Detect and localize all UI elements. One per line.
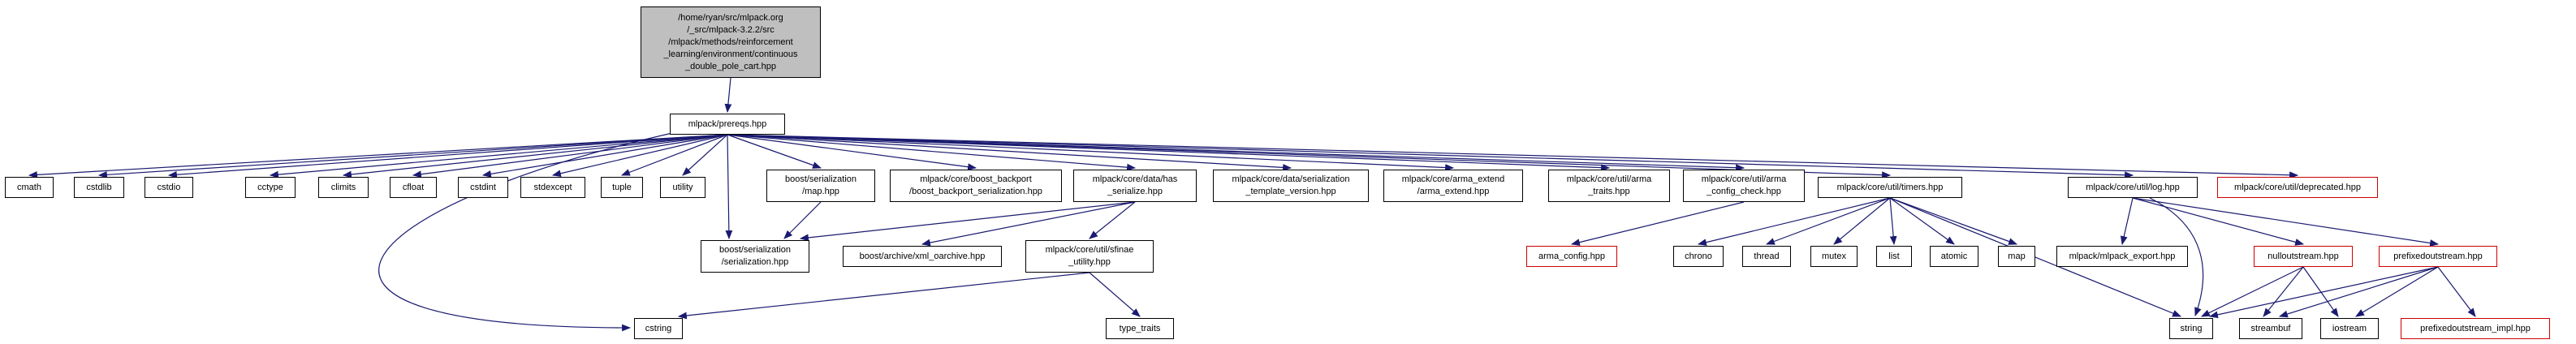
- edge-prereqs-stdexcept: [551, 134, 728, 178]
- graph-node-root: /home/ryan/src/mlpack.org /_src/mlpack-3…: [641, 6, 821, 78]
- edge-prefixedoutstream-impl: [2437, 266, 2476, 317]
- graph-node-arma_config[interactable]: arma_config.hpp: [1526, 246, 1617, 267]
- edge-timers-atomic: [1889, 197, 1955, 245]
- graph-node-nulloutstream[interactable]: nulloutstream.hpp: [2254, 246, 2353, 267]
- graph-node-boost_ser_map: boost/serialization /map.hpp: [766, 170, 875, 202]
- edge-timers-list: [1889, 197, 1897, 246]
- graph-node-type_traits: type_traits: [1106, 318, 1174, 339]
- edge-prereqs-log: [727, 134, 2134, 179]
- graph-node-map: map: [1998, 246, 2035, 267]
- edge-log-prefixedoutstream: [2132, 197, 2440, 247]
- edge-sfinae-type_traits: [1089, 272, 1141, 317]
- edge-sfinae-cstring: [677, 272, 1090, 320]
- edge-log-nulloutstream: [2132, 197, 2305, 246]
- edge-prereqs-cstdlib: [97, 134, 728, 178]
- graph-node-cctype: cctype: [245, 177, 296, 198]
- graph-node-climits: climits: [318, 177, 369, 198]
- graph-node-deprecated[interactable]: mlpack/core/util/deprecated.hpp: [2217, 177, 2378, 198]
- graph-node-list: list: [1876, 246, 1912, 267]
- graph-node-has_serialize[interactable]: mlpack/core/data/has _serialize.hpp: [1073, 170, 1197, 202]
- edge-prefixedoutstream-iostream: [2355, 266, 2439, 317]
- edge-prereqs-serialization: [725, 134, 733, 240]
- graph-node-serialization: boost/serialization /serialization.hpp: [701, 240, 809, 273]
- edge-timers-chrono: [1697, 197, 1891, 246]
- graph-node-log[interactable]: mlpack/core/util/log.hpp: [2068, 177, 2198, 198]
- edge-prereqs-cctype: [269, 134, 728, 178]
- edge-prereqs-climits: [342, 134, 728, 178]
- edge-prereqs-arma_extend: [727, 134, 1455, 171]
- edge-prereqs-cstdio: [167, 134, 728, 178]
- edge-prereqs-cstdint: [481, 134, 728, 178]
- graph-node-thread: thread: [1742, 246, 1791, 267]
- graph-node-cstdlib: cstdlib: [74, 177, 124, 198]
- graph-node-prereqs[interactable]: mlpack/prereqs.hpp: [670, 114, 785, 135]
- edge-has_serialize-serialization: [799, 201, 1136, 242]
- graph-node-ser_template[interactable]: mlpack/core/data/serialization _template…: [1213, 170, 1369, 202]
- graph-node-mutex: mutex: [1810, 246, 1858, 267]
- graph-node-arma_extend[interactable]: mlpack/core/arma_extend /arma_extend.hpp: [1383, 170, 1523, 202]
- graph-node-arma_traits[interactable]: mlpack/core/util/arma _traits.hpp: [1548, 170, 1670, 202]
- graph-node-sfinae[interactable]: mlpack/core/util/sfinae _utility.hpp: [1025, 240, 1154, 273]
- edge-prereqs-has_serialize: [727, 134, 1137, 171]
- edge-timers-mutex: [1833, 197, 1891, 245]
- graph-node-utility: utility: [660, 177, 705, 198]
- edge-prereqs-cmath: [28, 134, 728, 178]
- edge-timers-map: [1889, 197, 2018, 245]
- graph-node-cstring: cstring: [634, 318, 683, 339]
- graph-node-cstdint: cstdint: [458, 177, 508, 198]
- edge-nulloutstream-iostream: [2302, 266, 2339, 317]
- edge-prereqs-tuple: [620, 134, 728, 176]
- edge-log-mlpack_export: [2120, 197, 2134, 246]
- edge-timers-string: [1889, 197, 2182, 317]
- graph-node-impl[interactable]: prefixedoutstream_impl.hpp: [2401, 318, 2550, 339]
- graph-node-boost_backport[interactable]: mlpack/core/boost_backport /boost_backpo…: [890, 170, 1062, 202]
- edge-nulloutstream-streambuf: [2263, 266, 2304, 317]
- edge-log-string: [2149, 197, 2204, 317]
- graph-node-stdexcept: stdexcept: [520, 177, 585, 198]
- graph-node-chrono: chrono: [1673, 246, 1724, 267]
- edge-root-prereqs: [724, 77, 732, 114]
- graph-node-string: string: [2169, 318, 2213, 339]
- graph-node-tuple: tuple: [601, 177, 643, 198]
- graph-node-cfloat: cfloat: [390, 177, 437, 198]
- edge-timers-thread: [1765, 197, 1891, 245]
- edge-prereqs-timers: [727, 134, 1892, 179]
- graph-node-timers[interactable]: mlpack/core/util/timers.hpp: [1818, 177, 1962, 198]
- edge-has_serialize-sfinae: [1089, 201, 1136, 239]
- graph-node-arma_config_check[interactable]: mlpack/core/util/arma _config_check.hpp: [1683, 170, 1805, 202]
- graph-node-mlpack_export[interactable]: mlpack/mlpack_export.hpp: [2056, 246, 2188, 267]
- graph-node-cmath: cmath: [5, 177, 54, 198]
- edge-prefixedoutstream-streambuf: [2278, 266, 2439, 318]
- edge-has_serialize-xml_oarchive: [921, 201, 1136, 247]
- edge-prereqs-boost_ser_map: [727, 134, 822, 169]
- edge-prereqs-ser_template: [727, 134, 1292, 171]
- edge-boost_ser_map-serialization: [783, 201, 822, 239]
- edge-prereqs-deprecated: [727, 134, 2299, 179]
- graph-node-iostream: iostream: [2320, 318, 2379, 339]
- graph-node-cstdio: cstdio: [145, 177, 193, 198]
- graph-node-xml_oarchive: boost/archive/xml_oarchive.hpp: [843, 246, 1002, 267]
- edge-prereqs-cfloat: [412, 134, 728, 178]
- graph-node-prefixedoutstream[interactable]: prefixedoutstream.hpp: [2379, 246, 2497, 267]
- graph-node-atomic: atomic: [1930, 246, 1978, 267]
- edge-prereqs-cstring: [378, 132, 673, 332]
- edge-prereqs-boost_backport: [727, 134, 977, 171]
- edge-arma_config_check-arma_config: [1570, 201, 1745, 246]
- edge-prefixedoutstream-string: [2208, 266, 2439, 319]
- graph-node-streambuf: streambuf: [2239, 318, 2302, 339]
- edge-prereqs-utility: [682, 134, 728, 176]
- edge-nulloutstream-string: [2201, 266, 2304, 317]
